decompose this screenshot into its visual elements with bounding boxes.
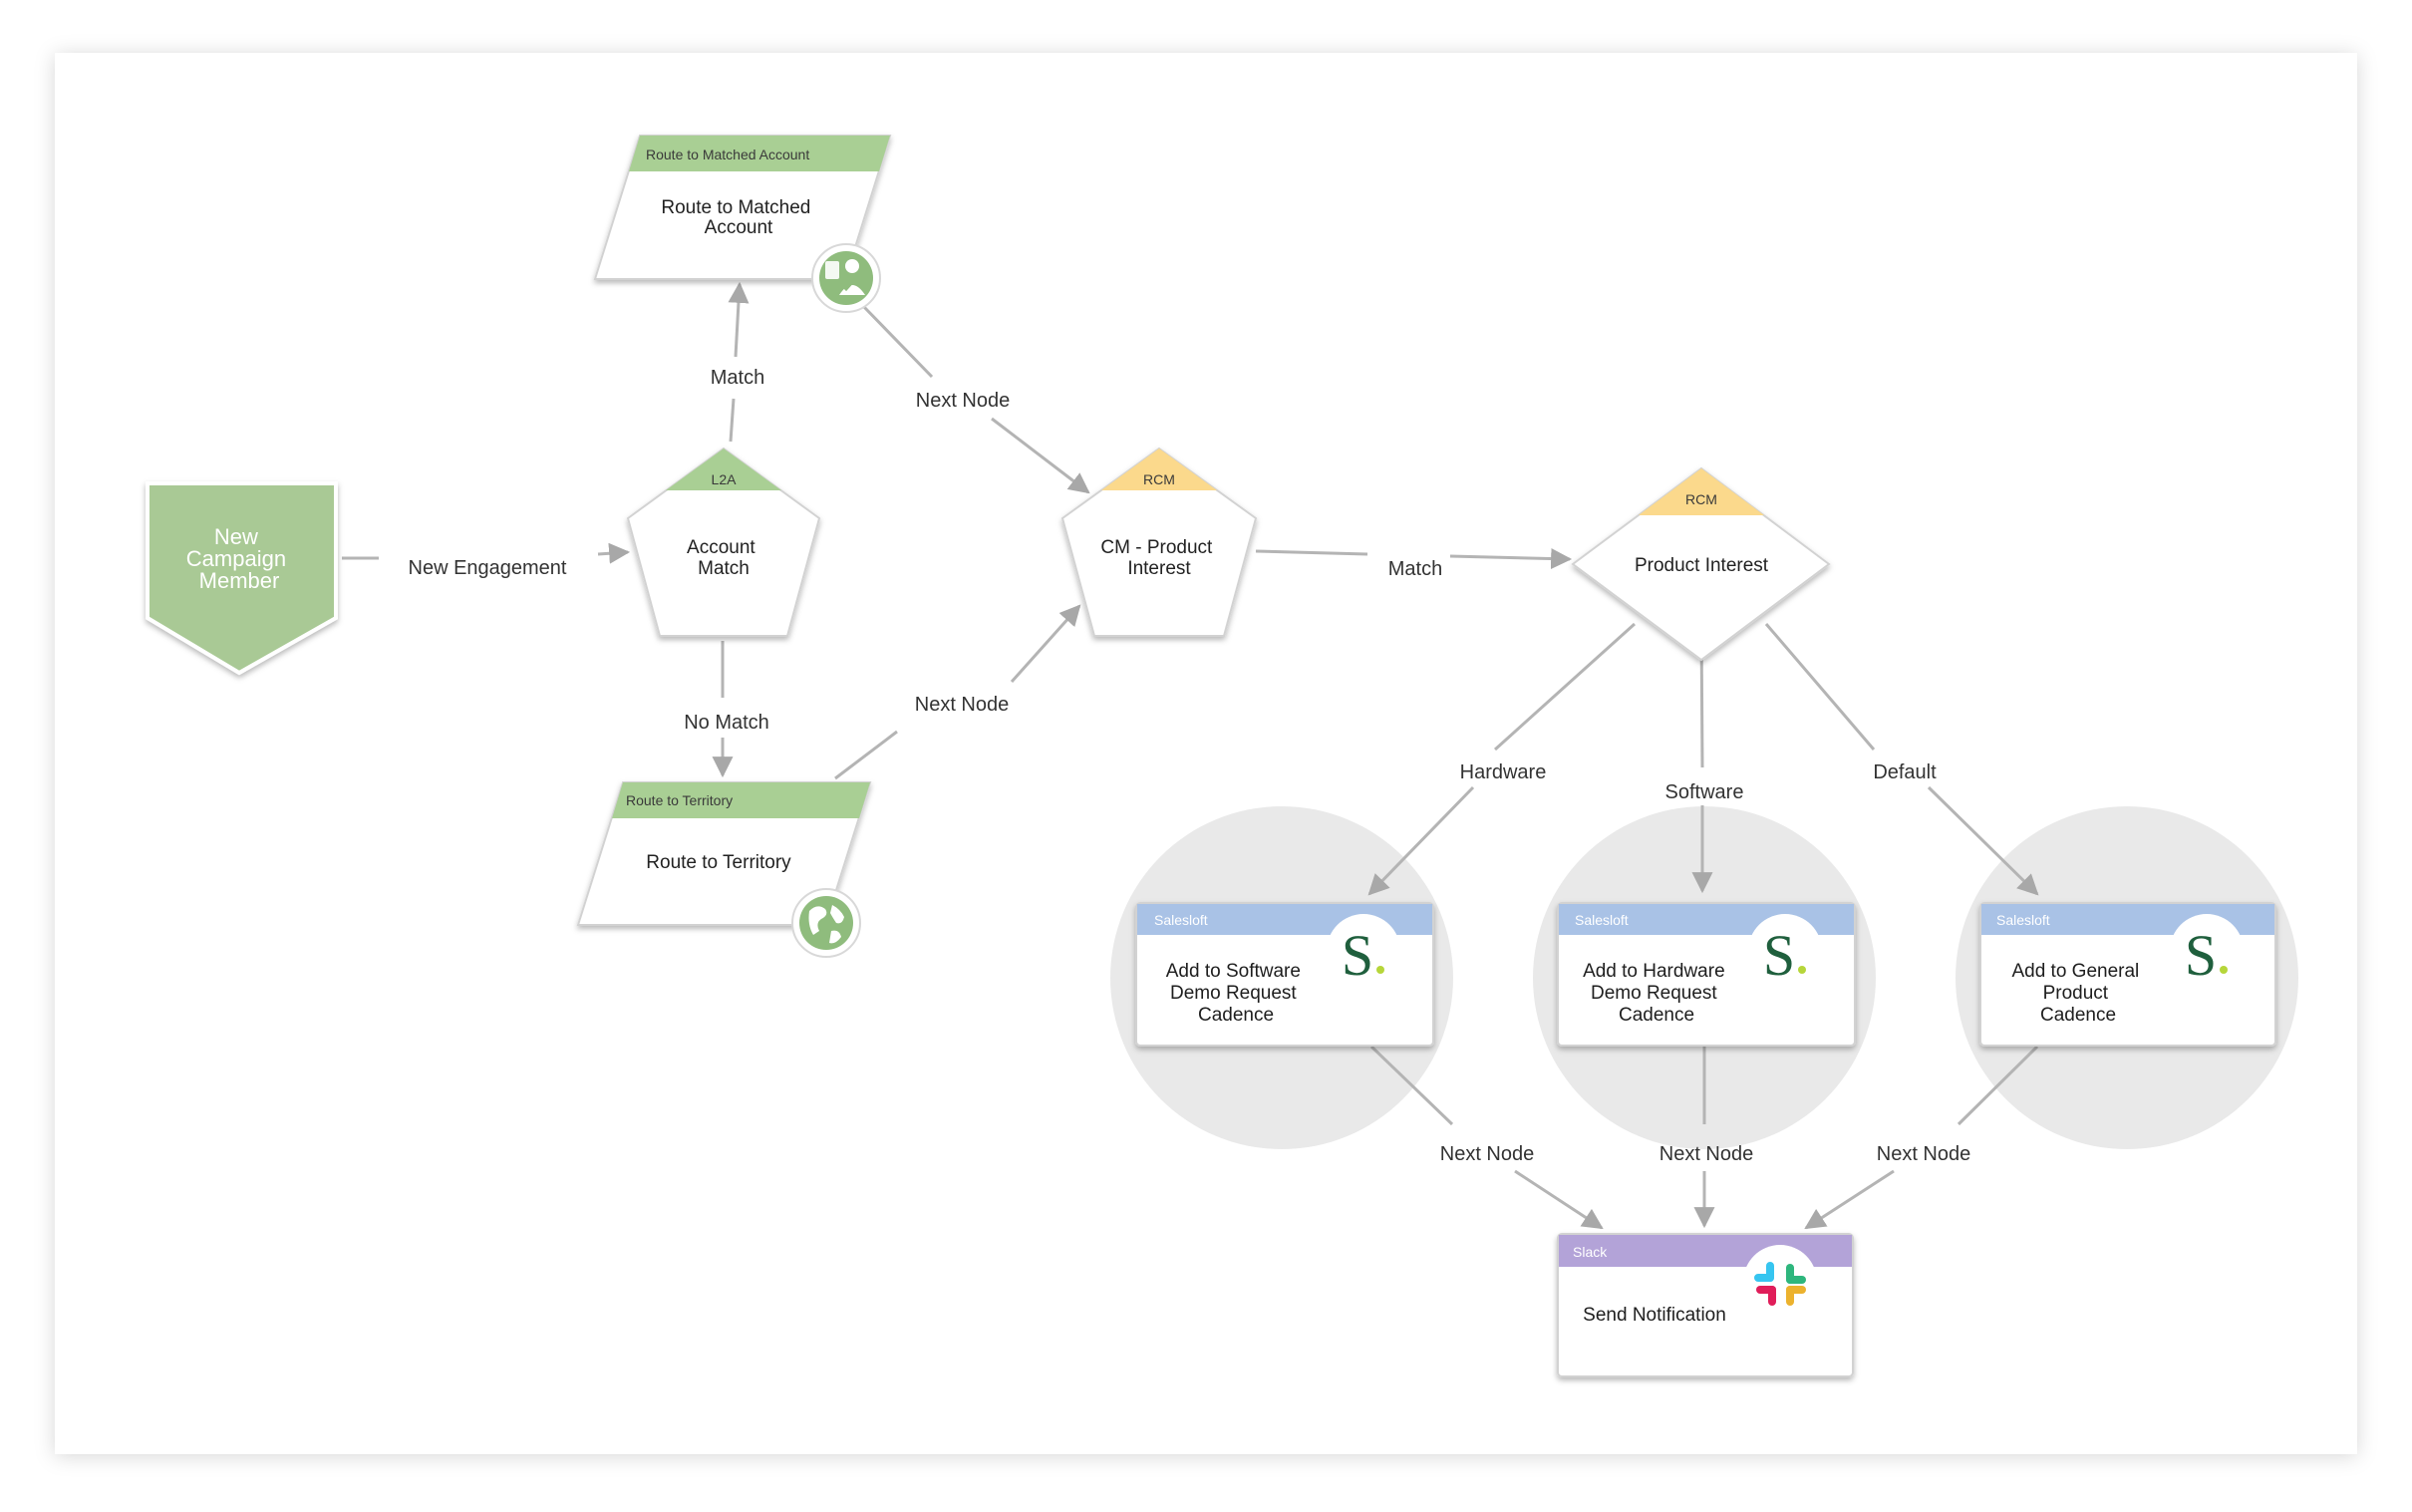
edge-default-a [1764, 623, 1876, 751]
route-territory-node[interactable]: Route to Territory Route to Territory [576, 781, 872, 958]
edge-label-next-1: Next Node [1440, 1143, 1535, 1165]
start-node-label: New Campaign Member [186, 524, 292, 593]
edge-next-matched-a [861, 304, 934, 379]
route-matched-account-node[interactable]: Route to Matched Account Route to Matche… [593, 135, 892, 313]
product-interest-tag-shape [1639, 468, 1764, 515]
diagram-frame [55, 53, 2357, 1454]
edge-label-next-2: Next Node [1659, 1143, 1754, 1165]
cm-product-tag: RCM [1143, 471, 1175, 487]
send-notification-label: Send Notification [1583, 1305, 1726, 1326]
route-territory-label: Route to Territory [646, 852, 791, 873]
edge-hardware-b [1367, 785, 1475, 896]
salesloft-logo-letter: S [1342, 923, 1373, 988]
edge-label-default: Default [1873, 761, 1937, 783]
account-match-tag-shape [666, 449, 781, 490]
route-matched-tag: Route to Matched Account [646, 147, 809, 162]
salesloft-logo-dot [1376, 966, 1384, 974]
slack-icon [1743, 1245, 1817, 1319]
cadence-software-label: Add to Software Demo Request Cadence [1166, 961, 1306, 1026]
cadence-hardware-tag: Salesloft [1575, 912, 1629, 928]
salesloft-logo-dot [1798, 966, 1806, 974]
edge-match-right-a [1255, 549, 1368, 556]
account-match-node[interactable]: L2A Account Match [626, 447, 821, 637]
salesloft-logo-letter: S [2185, 923, 2217, 988]
cm-product-tag-shape [1101, 449, 1217, 490]
cadence-software-tag: Salesloft [1154, 912, 1208, 928]
send-notification-tag: Slack [1573, 1244, 1608, 1260]
cm-product-interest-node[interactable]: RCM CM - Product Interest [1060, 447, 1258, 637]
edge-label-no-match: No Match [684, 712, 769, 734]
edges: New Engagement Match No Match Next Node … [342, 281, 2039, 1230]
cadence-general-label: Add to General Product Cadence [2011, 961, 2144, 1026]
edge-next-territory-b [1010, 604, 1081, 684]
product-interest-tag: RCM [1685, 491, 1717, 507]
edge-match-up-b [728, 281, 750, 358]
route-matched-label: Route to Matched Account [661, 197, 815, 238]
route-territory-tag: Route to Territory [626, 792, 733, 808]
cadence-hardware-card[interactable]: Salesloft S Add to Hardware Demo Request… [1557, 902, 1856, 1047]
cm-product-label: CM - Product Interest [1100, 537, 1217, 579]
edge-next-1-a [1369, 1045, 1454, 1126]
account-person-icon [811, 243, 881, 313]
edge-label-next-matched: Next Node [916, 390, 1011, 412]
send-notification-card[interactable]: Slack Send Notification [1557, 1233, 1854, 1377]
edge-hardware-a [1493, 622, 1637, 752]
product-interest-node[interactable]: RCM Product Interest [1571, 466, 1831, 662]
edge-next-3-b [1804, 1169, 1895, 1230]
edge-label-next-3: Next Node [1877, 1143, 1971, 1165]
start-node-shape [146, 481, 338, 676]
cadence-general-tag: Salesloft [1996, 912, 2050, 928]
edge-match-up-a [729, 398, 736, 443]
product-interest-label: Product Interest [1635, 555, 1769, 576]
product-interest-shape [1571, 466, 1831, 662]
route-matched-header [629, 136, 890, 171]
account-match-shape [626, 447, 821, 637]
route-territory-header [612, 782, 870, 818]
account-match-label: Account Match [687, 537, 760, 579]
edge-label-match-up: Match [711, 367, 764, 389]
salesloft-logo-letter: S [1763, 923, 1795, 988]
edge-new-engagement-b [597, 542, 631, 564]
edge-label-hardware: Hardware [1460, 761, 1547, 783]
start-node[interactable]: New Campaign Member [146, 481, 338, 676]
edge-label-software: Software [1665, 781, 1744, 803]
cadence-software-card[interactable]: Salesloft S Add to Software Demo Request… [1135, 902, 1434, 1047]
edge-next-1-b [1514, 1169, 1604, 1230]
edge-match-right-b [1449, 548, 1573, 570]
edge-label-match-right: Match [1388, 558, 1442, 580]
edge-default-b [1927, 785, 2039, 896]
edge-next-3-a [1957, 1045, 2039, 1126]
cm-product-shape [1060, 447, 1258, 637]
globe-icon [791, 888, 861, 958]
cadence-hardware-label: Add to Hardware Demo Request Cadence [1583, 961, 1730, 1026]
edge-next-territory-a [834, 730, 898, 780]
edge-label-new-engagement: New Engagement [409, 557, 567, 579]
edge-label-next-territory: Next Node [915, 694, 1010, 716]
salesloft-logo-dot [2220, 966, 2228, 974]
account-match-tag: L2A [712, 471, 738, 487]
cadence-general-card[interactable]: Salesloft S Add to General Product Caden… [1979, 902, 2276, 1047]
edge-next-matched-b [991, 417, 1090, 494]
